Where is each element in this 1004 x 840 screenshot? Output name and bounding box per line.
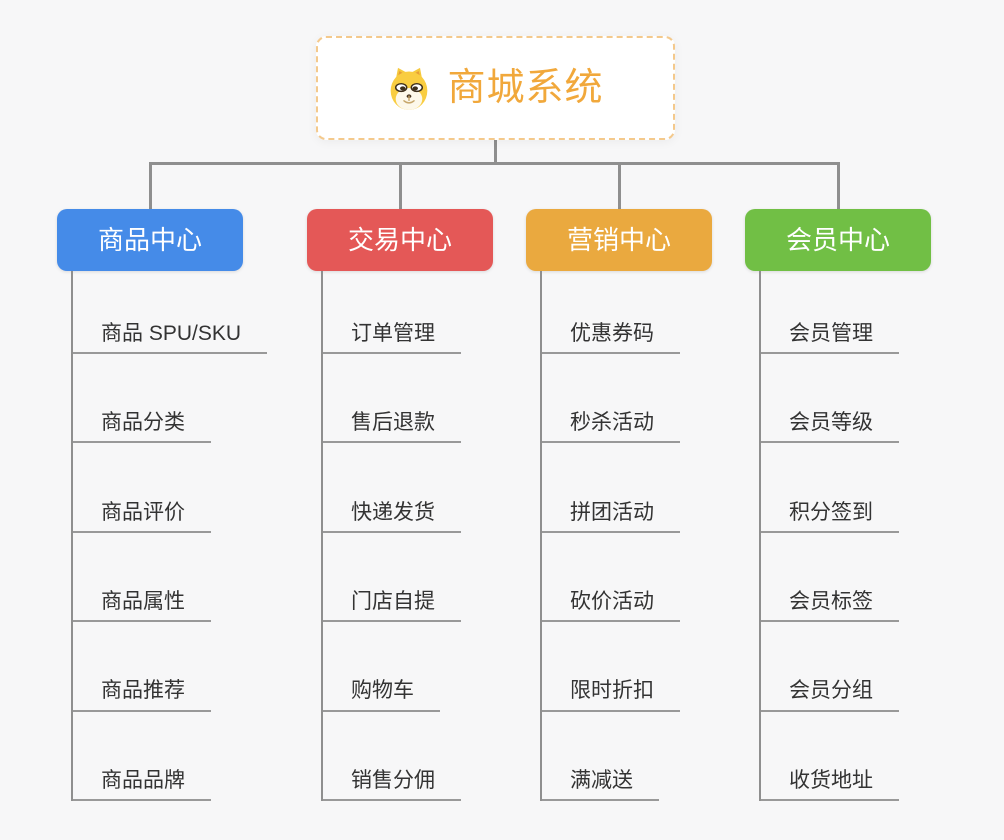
mindmap-item[interactable]: 商品分类 [71, 354, 211, 444]
item-label: 商品推荐 [101, 679, 185, 703]
mindmap-item[interactable]: 满减送 [540, 712, 659, 801]
mindmap-item[interactable]: 商品评价 [71, 443, 211, 533]
item-label: 售后退款 [351, 411, 435, 435]
branch-box-product-center[interactable]: 商品中心 [57, 209, 243, 271]
item-label: 砍价活动 [570, 590, 654, 614]
mindmap-item[interactable]: 订单管理 [321, 271, 461, 354]
item-label: 会员等级 [789, 411, 873, 435]
item-label: 优惠券码 [570, 321, 654, 345]
branch-box-marketing-center[interactable]: 营销中心 [526, 209, 712, 271]
mindmap-item[interactable]: 会员分组 [759, 622, 899, 712]
branch-column-trade-center: 订单管理 售后退款 快递发货 门店自提 购物车 销售分佣 [321, 271, 461, 801]
branch-label: 商品中心 [97, 225, 202, 255]
mindmap-item[interactable]: 秒杀活动 [540, 354, 680, 444]
mindmap-item[interactable]: 会员等级 [759, 354, 899, 444]
mindmap-item[interactable]: 拼团活动 [540, 443, 680, 533]
mindmap-item[interactable]: 会员标签 [759, 533, 899, 623]
branch-box-member-center[interactable]: 会员中心 [745, 209, 931, 271]
item-label: 销售分佣 [351, 768, 435, 792]
item-label: 会员管理 [789, 321, 873, 345]
connector-bus-line [149, 162, 840, 165]
item-label: 商品评价 [101, 500, 185, 524]
branch-box-trade-center[interactable]: 交易中心 [307, 209, 493, 271]
item-label: 满减送 [570, 768, 633, 792]
dog-face-icon [391, 67, 428, 110]
item-label: 积分签到 [789, 500, 873, 524]
mindmap-item[interactable]: 商品推荐 [71, 622, 211, 712]
mindmap-item[interactable]: 会员管理 [759, 271, 899, 354]
item-label: 秒杀活动 [570, 411, 654, 435]
connector-root-drop [494, 140, 497, 165]
item-label: 购物车 [351, 679, 414, 703]
item-label: 收货地址 [789, 768, 873, 792]
item-label: 会员分组 [789, 679, 873, 703]
branch-label: 会员中心 [785, 225, 890, 255]
trunk-line [321, 271, 323, 801]
mindmap-item[interactable]: 商品 SPU/SKU [71, 271, 268, 354]
mindmap-item[interactable]: 优惠券码 [540, 271, 680, 354]
mindmap-item[interactable]: 收货地址 [759, 712, 899, 801]
item-label: 会员标签 [789, 590, 873, 614]
connector-drop-marketing [618, 162, 621, 209]
mindmap-item[interactable]: 商品品牌 [71, 712, 211, 801]
mindmap-item[interactable]: 限时折扣 [540, 622, 680, 712]
item-label: 门店自提 [351, 590, 435, 614]
root-node[interactable]: 商城系统 [316, 36, 675, 140]
connector-drop-product [149, 162, 152, 209]
trunk-line [759, 271, 761, 801]
mindmap-item[interactable]: 砍价活动 [540, 533, 680, 623]
mindmap-item[interactable]: 门店自提 [321, 533, 461, 623]
branch-column-marketing-center: 优惠券码 秒杀活动 拼团活动 砍价活动 限时折扣 满减送 [540, 271, 680, 801]
item-label: 拼团活动 [570, 500, 654, 524]
mindmap-item[interactable]: 销售分佣 [321, 712, 461, 801]
item-label: 商品 SPU/SKU [101, 321, 242, 345]
item-label: 商品品牌 [101, 768, 185, 792]
mindmap-item[interactable]: 售后退款 [321, 354, 461, 444]
item-label: 快递发货 [351, 500, 435, 524]
root-title: 商城系统 [447, 67, 604, 109]
mindmap-item[interactable]: 购物车 [321, 622, 440, 712]
branch-column-member-center: 会员管理 会员等级 积分签到 会员标签 会员分组 收货地址 [759, 271, 899, 801]
branch-column-product-center: 商品 SPU/SKU 商品分类 商品评价 商品属性 商品推荐 商品品牌 [71, 271, 268, 801]
branch-label: 营销中心 [566, 225, 671, 255]
connector-drop-trade [399, 162, 402, 209]
branch-label: 交易中心 [347, 225, 452, 255]
connector-drop-member [837, 162, 840, 209]
item-label: 商品属性 [101, 590, 185, 614]
mindmap-item[interactable]: 积分签到 [759, 443, 899, 533]
trunk-line [71, 271, 73, 801]
item-label: 商品分类 [101, 411, 185, 435]
item-label: 限时折扣 [570, 679, 654, 703]
mindmap-item[interactable]: 商品属性 [71, 533, 211, 623]
trunk-line [540, 271, 542, 801]
item-label: 订单管理 [351, 321, 435, 345]
mindmap-item[interactable]: 快递发货 [321, 443, 461, 533]
